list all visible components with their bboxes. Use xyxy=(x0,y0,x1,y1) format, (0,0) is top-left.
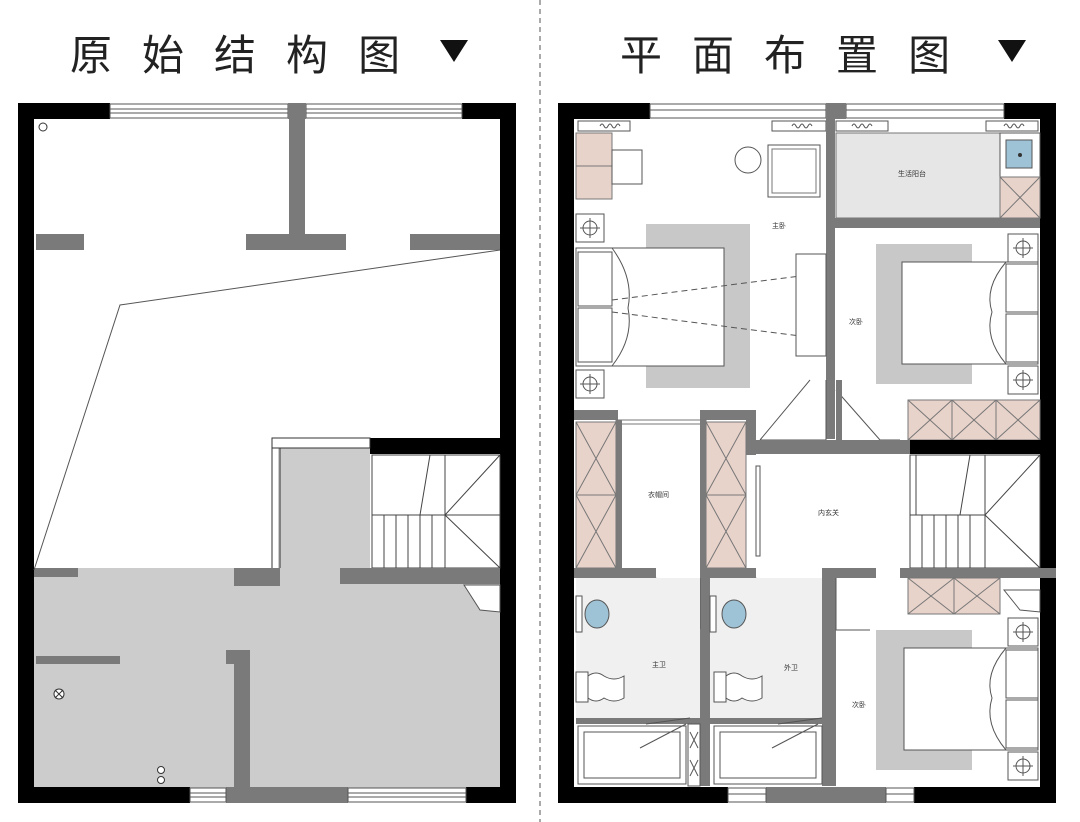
left-title-char: 结 xyxy=(214,31,257,80)
room-label-second-bedroom-top: 次卧 xyxy=(849,317,863,326)
room-label-second-bedroom-bottom: 次卧 xyxy=(852,700,866,709)
layout-plan: 主卧 生活阳台 次卧 xyxy=(558,103,1056,803)
room-label-guest-bath: 外卫 xyxy=(784,663,798,672)
left-title-char: 原 xyxy=(70,31,113,80)
room-label-hallway: 内玄关 xyxy=(818,508,839,517)
left-title-char: 始 xyxy=(142,31,185,80)
left-title: 原 始 结 构 图 xyxy=(70,22,400,83)
right-title-char: 布 xyxy=(764,31,807,80)
room-label-master-bedroom: 主卧 xyxy=(772,221,786,230)
right-title-char: 图 xyxy=(908,31,951,80)
right-title: 平 面 布 置 图 xyxy=(620,22,950,83)
left-title-char: 构 xyxy=(286,31,329,80)
right-title-char: 平 xyxy=(620,31,663,80)
left-title-triangle-icon xyxy=(440,40,468,62)
right-title-char: 面 xyxy=(692,31,735,80)
right-title-char: 置 xyxy=(836,31,879,80)
right-title-triangle-icon xyxy=(998,40,1026,62)
window xyxy=(109,103,463,119)
original-structure-plan xyxy=(18,103,516,803)
room-label-master-bath: 主卫 xyxy=(652,660,666,669)
room-label-cloakroom: 衣帽间 xyxy=(648,490,669,499)
staircase xyxy=(909,454,1041,569)
grey-floor-area xyxy=(34,448,500,788)
room-label-balcony: 生活阳台 xyxy=(898,169,926,178)
left-title-char: 图 xyxy=(358,31,401,80)
staircase xyxy=(371,454,501,569)
